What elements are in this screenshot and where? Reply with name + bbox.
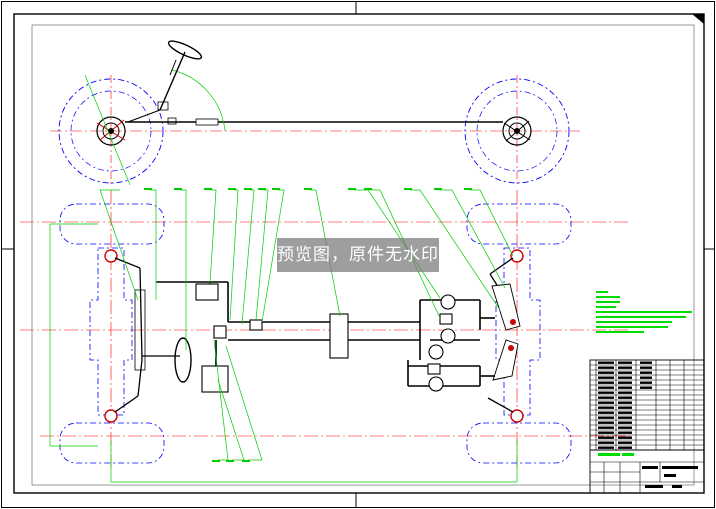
technical-notes bbox=[596, 291, 692, 333]
tire-icon bbox=[59, 203, 165, 245]
tire-icon bbox=[464, 75, 570, 187]
tire-icon bbox=[58, 75, 164, 187]
upper-view bbox=[50, 40, 580, 187]
steering-wheel-icon bbox=[174, 337, 192, 383]
tire-icon bbox=[466, 203, 572, 245]
title-block-fill bbox=[598, 453, 698, 488]
leader-lines-bottom bbox=[213, 339, 263, 461]
title-block bbox=[589, 359, 705, 494]
watermark: 预览图，原件无水印 bbox=[277, 238, 439, 272]
steering-wheel-icon bbox=[167, 40, 203, 76]
plan-view bbox=[20, 188, 630, 483]
tire-icon bbox=[59, 422, 165, 464]
tire-icon bbox=[466, 422, 572, 464]
